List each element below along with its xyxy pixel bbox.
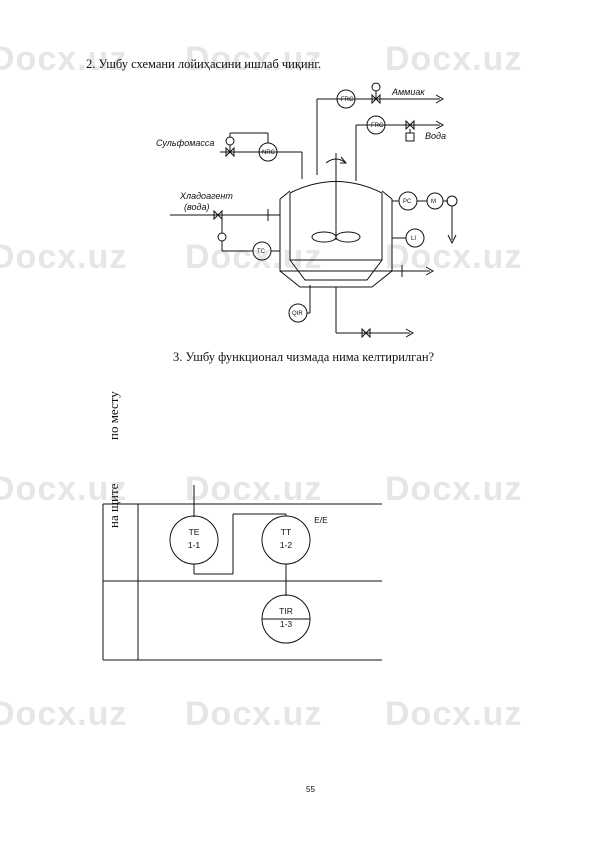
instr-m: M (431, 199, 436, 205)
instr-fc-top: FRC (341, 97, 354, 103)
tt-num: 1-2 (280, 540, 293, 550)
tir-num: 1-3 (280, 619, 293, 629)
watermark: Docx.uz (0, 695, 128, 733)
watermark: Docx.uz (185, 470, 323, 508)
instr-ts: TC (257, 249, 266, 255)
functional-scheme: TE 1-1 TT 1-2 TIR 1-3 E/E (102, 485, 382, 661)
question-2: 2. Ушбу схемани лойиҳасини ишлаб чиқинг. (86, 57, 322, 71)
te-tag: TE (189, 527, 200, 537)
instr-bottom: QIR (292, 311, 303, 317)
watermark: Docx.uz (185, 238, 323, 276)
tt-tag: TT (281, 527, 291, 537)
label-water: Вода (425, 131, 446, 141)
instr-pc: PC (403, 199, 412, 205)
watermark: Docx.uz (185, 40, 323, 78)
watermark: Docx.uz (385, 238, 523, 276)
watermark: Docx.uz (185, 695, 323, 733)
watermark: Docx.uz (385, 40, 523, 78)
watermark: Docx.uz (0, 40, 128, 78)
label-coolant: Хладоагент (179, 191, 233, 201)
question-3: 3. Ушбу функционал чизмада нима келтирил… (173, 350, 435, 364)
watermark: Docx.uz (385, 470, 523, 508)
ee-label: E/E (314, 515, 328, 525)
label-coolant-sub: (вода) (184, 202, 209, 212)
watermark: Docx.uz (0, 238, 128, 276)
label-sulfomass: Сульфомасса (156, 138, 214, 148)
watermark: Docx.uz (0, 470, 128, 508)
instr-fc-water: FRC (371, 123, 384, 129)
te-num: 1-1 (188, 540, 201, 550)
page-number: 55 (306, 785, 315, 794)
side-label-local: по месту (106, 391, 121, 440)
watermark: Docx.uz (385, 695, 523, 733)
instr-sulfo: NRC (262, 150, 276, 156)
reactor-scheme: FRC FRC NRC TC PC M LI QIR Аммиак Вода С… (156, 82, 458, 339)
tir-tag: TIR (279, 606, 293, 616)
label-ammonia: Аммиак (391, 87, 425, 97)
instr-lc: LI (411, 236, 416, 242)
